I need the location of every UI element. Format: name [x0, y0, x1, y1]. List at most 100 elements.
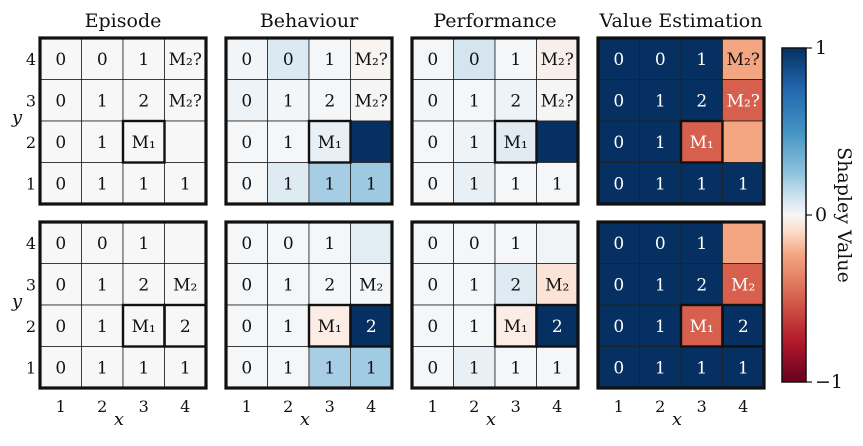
x-tick: 4 [552, 397, 562, 416]
cell-label: M₂? [355, 91, 388, 111]
cell-label: 1 [655, 91, 666, 111]
cell-label: 1 [97, 275, 108, 295]
cell-label: 1 [366, 358, 377, 378]
x-tick: 2 [655, 397, 665, 416]
cell-label: 1 [738, 174, 749, 194]
panel-frame [224, 220, 394, 390]
x-axis-label: x [672, 409, 682, 430]
cell-label: M₂? [355, 50, 388, 70]
cell-label: 0 [613, 174, 624, 194]
grid-cell [722, 263, 765, 306]
grid-cell [39, 263, 82, 306]
cell-label: 1 [510, 50, 521, 70]
cell-label: 1 [180, 358, 191, 378]
highlight-box [307, 119, 352, 164]
cell-label: 1 [97, 133, 108, 153]
grid-cell [122, 221, 165, 264]
x-tick: 3 [511, 397, 521, 416]
y-tick: 1 [26, 358, 36, 377]
cell-label: 1 [97, 317, 108, 337]
cell-label: 1 [738, 358, 749, 378]
cell-label: 0 [241, 358, 252, 378]
x-tick: 4 [366, 397, 376, 416]
cell-label: 0 [613, 91, 624, 111]
cell-label: 1 [469, 174, 480, 194]
cell-label: 1 [696, 50, 707, 70]
column-title: Performance [433, 10, 556, 32]
x-axis-label: x [486, 409, 496, 430]
cell-label: 1 [655, 133, 666, 153]
grid-cell [680, 162, 723, 205]
cell-label: M₂? [727, 91, 760, 111]
cell-label: 2 [138, 91, 149, 111]
grid-cell [494, 263, 537, 306]
cell-label: 1 [469, 133, 480, 153]
cell-label: 0 [55, 275, 66, 295]
column-title: Value Estimation [599, 10, 763, 32]
cell-label: 1 [283, 275, 294, 295]
cell-label: 0 [613, 50, 624, 70]
cell-label: M₂? [541, 91, 574, 111]
cell-label: 1 [324, 50, 335, 70]
cell-label: 0 [241, 275, 252, 295]
cell-label: 0 [613, 358, 624, 378]
grid-cell [680, 37, 723, 80]
cell-label: 2 [180, 317, 191, 337]
cell-label: 1 [655, 174, 666, 194]
grid-cell [164, 79, 207, 122]
cell-label: 1 [469, 275, 480, 295]
cell-label: 0 [427, 317, 438, 337]
cell-label: 0 [241, 174, 252, 194]
cell-label: 1 [552, 174, 563, 194]
grid-cell [597, 221, 640, 264]
cell-label: 1 [138, 358, 149, 378]
x-tick: 2 [97, 397, 107, 416]
grid-cell [308, 37, 351, 80]
grid-cell [453, 346, 496, 389]
grid-cell [81, 346, 124, 389]
grid-cell [639, 79, 682, 122]
cell-label: 0 [283, 50, 294, 70]
grid-cell [164, 221, 207, 264]
cell-label: 0 [283, 234, 294, 254]
cell-label: 2 [738, 317, 749, 337]
grid-cell [639, 304, 682, 347]
cell-label: 0 [613, 275, 624, 295]
y-tick: 3 [26, 91, 36, 110]
grid-cell [225, 120, 268, 163]
cell-label: 1 [655, 358, 666, 378]
cell-label: 0 [55, 358, 66, 378]
x-tick: 2 [469, 397, 479, 416]
cell-label: M₁ [690, 317, 714, 337]
grid-cell [722, 221, 765, 264]
grid-cell [350, 221, 393, 264]
y-axis-label: y [11, 107, 23, 128]
grid-cell [536, 346, 579, 389]
grid-cell [722, 37, 765, 80]
cell-label: M₂? [169, 50, 202, 70]
y-tick: 2 [26, 133, 36, 152]
grid-cell [81, 120, 124, 163]
x-tick: 3 [697, 397, 707, 416]
grid-cell [81, 37, 124, 80]
cell-label: 2 [696, 275, 707, 295]
cell-label: M₂ [731, 275, 755, 295]
cell-label: 0 [469, 50, 480, 70]
cell-label: 0 [427, 275, 438, 295]
cell-label: 2 [510, 91, 521, 111]
x-tick: 4 [738, 397, 748, 416]
colorbar-gradient [781, 47, 807, 383]
cell-label: M₁ [504, 133, 528, 153]
x-tick: 3 [139, 397, 149, 416]
cell-label: 1 [469, 317, 480, 337]
cell-label: 2 [366, 317, 377, 337]
grid-cell [494, 221, 537, 264]
cell-label: 1 [180, 174, 191, 194]
cell-label: 0 [55, 50, 66, 70]
